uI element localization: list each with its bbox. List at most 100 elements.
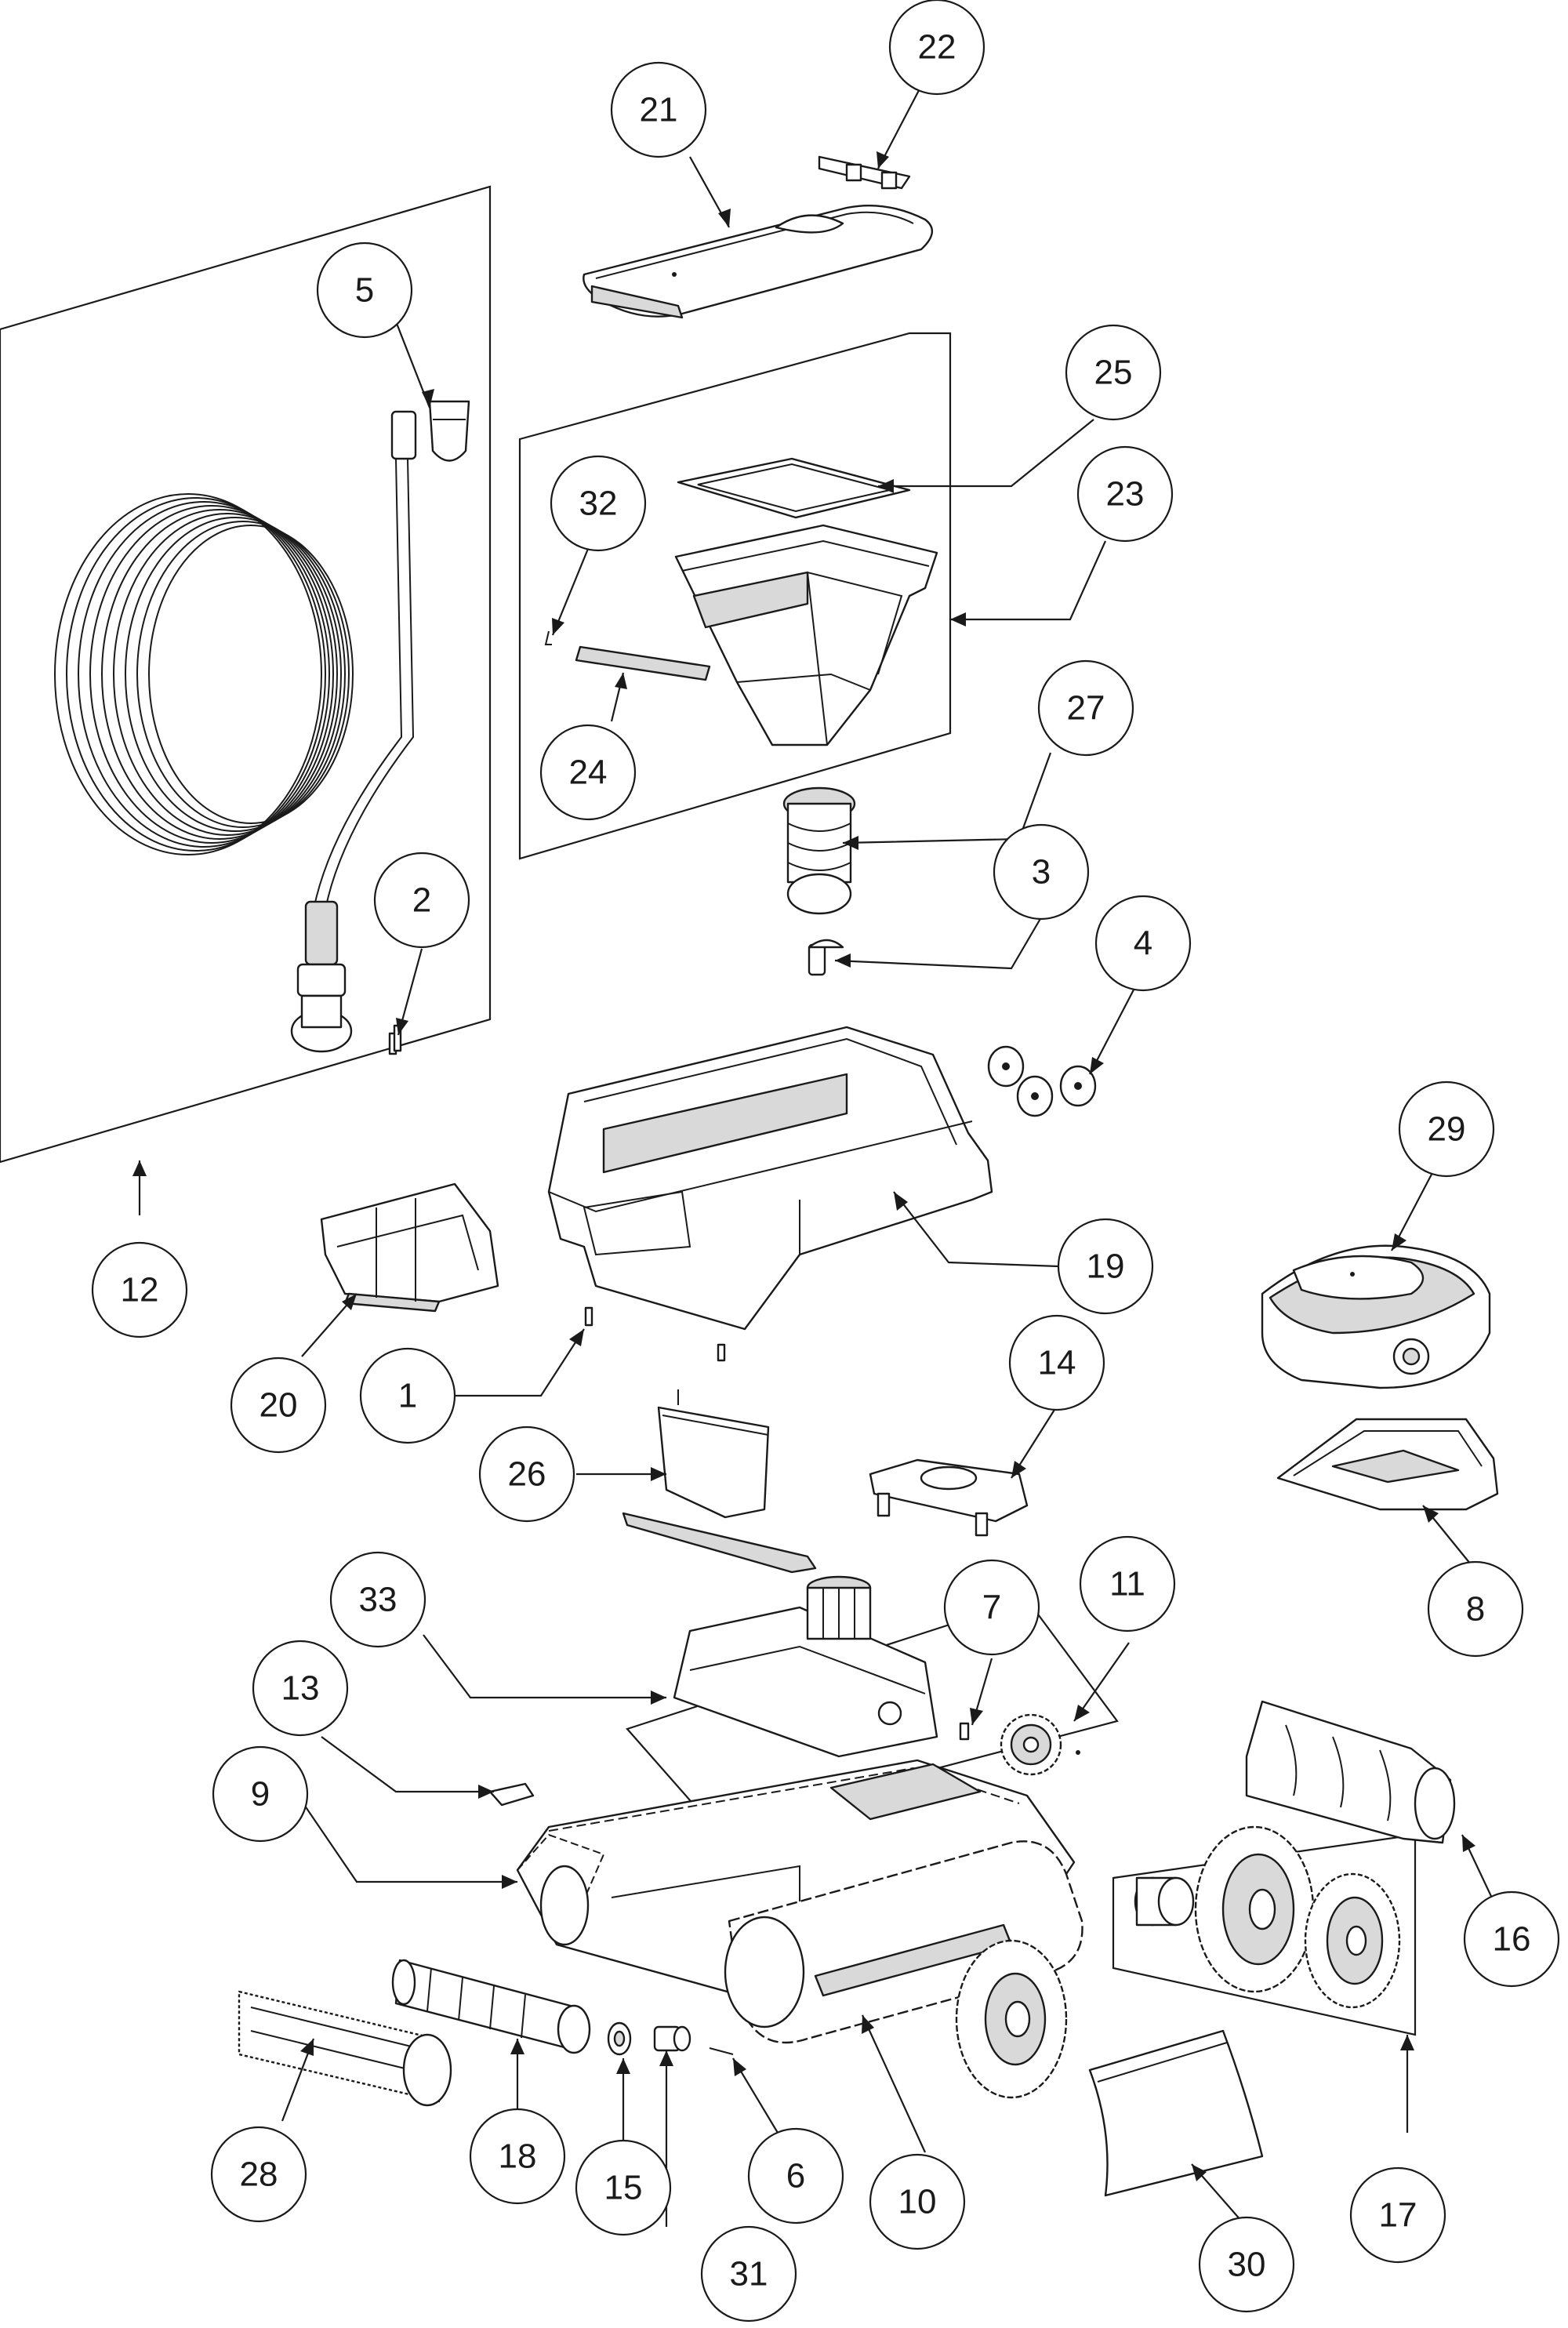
svg-text:30: 30 <box>1228 2246 1266 2284</box>
panel-filter-basket <box>518 332 952 860</box>
callout-20: 20 <box>230 1356 327 1454</box>
svg-text:11: 11 <box>1109 1565 1145 1603</box>
callout-25: 25 <box>1065 324 1162 421</box>
arrowhead-31 <box>659 2050 673 2066</box>
arrowhead-1 <box>569 1329 584 1346</box>
leader-13 <box>321 1736 494 1793</box>
part-chassis-wheel <box>955 1939 1068 2099</box>
leader-1 <box>455 1328 585 1397</box>
leader-19 <box>893 1191 1059 1268</box>
leader-22 <box>877 78 926 169</box>
svg-text:5: 5 <box>355 271 374 310</box>
arrowhead-15 <box>616 2058 630 2074</box>
arrowhead-33 <box>651 1691 666 1705</box>
leader-33 <box>423 1634 666 1699</box>
part-intake-duct <box>622 1389 817 1574</box>
svg-text:31: 31 <box>730 2255 768 2293</box>
callout-26: 26 <box>478 1425 575 1523</box>
svg-text:27: 27 <box>1067 689 1105 728</box>
arrowheads <box>132 151 1475 2181</box>
callout-1: 1 <box>359 1347 456 1444</box>
arrowhead-2 <box>396 1018 408 1035</box>
callout-4: 4 <box>1094 895 1192 992</box>
arrowhead-19 <box>894 1192 908 1211</box>
arrowhead-28 <box>300 2039 314 2056</box>
arrowhead-17 <box>1400 2035 1414 2050</box>
leader-4 <box>1089 975 1142 1075</box>
panel-motor-block <box>626 1598 1119 1829</box>
callout-21: 21 <box>610 61 707 158</box>
arrowhead-27 <box>843 836 858 850</box>
svg-text:14: 14 <box>1038 1344 1076 1382</box>
arrowhead-30 <box>1192 2164 1207 2181</box>
part-float-discs <box>987 1045 1097 1117</box>
part-track <box>724 1840 1083 2044</box>
svg-text:25: 25 <box>1094 354 1133 392</box>
part-side-shield <box>1088 2029 1264 2197</box>
part-power-supply <box>1261 1244 1491 1389</box>
arrowhead-18 <box>510 2039 524 2054</box>
arrowhead-12 <box>132 1160 147 1176</box>
leader-3 <box>834 917 1042 970</box>
callout-16: 16 <box>1463 1890 1560 1988</box>
svg-text:2: 2 <box>412 881 431 920</box>
arrowhead-9 <box>502 1875 517 1889</box>
arrowhead-26 <box>651 1467 666 1481</box>
part-screws-1 <box>584 1306 726 1362</box>
svg-text:29: 29 <box>1428 1110 1466 1149</box>
arrowhead-5 <box>422 389 434 408</box>
svg-text:26: 26 <box>508 1455 546 1494</box>
callout-22: 22 <box>888 0 985 96</box>
callout-31: 31 <box>700 2225 797 2323</box>
svg-text:22: 22 <box>918 28 956 67</box>
arrowhead-11 <box>1074 1705 1090 1721</box>
arrowhead-4 <box>1090 1057 1104 1074</box>
svg-text:33: 33 <box>359 1581 397 1619</box>
callout-5: 5 <box>316 242 413 339</box>
arrowhead-25 <box>878 479 894 493</box>
panel-wheel-kit <box>1112 1833 1417 2036</box>
leader-10 <box>861 2014 927 2153</box>
callout-27: 27 <box>1037 659 1134 757</box>
leader-25 <box>878 419 1094 488</box>
svg-text:15: 15 <box>604 2169 643 2207</box>
arrowhead-20 <box>342 1294 357 1310</box>
part-mesh-strip <box>575 645 711 681</box>
arrowhead-24 <box>615 673 627 689</box>
part-wheel-kit <box>1134 1825 1401 2009</box>
callout-12: 12 <box>91 1241 188 1338</box>
svg-text:23: 23 <box>1106 475 1145 514</box>
callout-18: 18 <box>469 2108 566 2205</box>
arrowhead-21 <box>718 209 731 227</box>
svg-text:8: 8 <box>1466 1590 1485 1629</box>
callout-8: 8 <box>1427 1560 1524 1658</box>
callout-6: 6 <box>747 2127 844 2224</box>
callout-9: 9 <box>212 1745 309 1843</box>
arrowhead-13 <box>478 1785 494 1799</box>
callout-bubbles: 21 22 5 25 23 32 24 27 3 4 2 12 29 19 20… <box>91 0 1560 2323</box>
part-swivel-cap <box>428 400 470 462</box>
part-clip-13 <box>488 1782 535 1807</box>
part-bushing-15 <box>607 2021 632 2056</box>
part-lid-clip <box>818 155 911 190</box>
callout-32: 32 <box>550 455 647 552</box>
panel-cable-kit <box>0 185 492 1164</box>
arrowhead-3 <box>835 953 851 968</box>
svg-text:24: 24 <box>569 754 608 792</box>
callout-30: 30 <box>1198 2216 1295 2313</box>
arrowhead-32 <box>552 618 564 635</box>
callout-29: 29 <box>1398 1080 1495 1178</box>
arrowhead-10 <box>862 2015 874 2034</box>
part-gear <box>1000 1713 1080 1776</box>
svg-text:32: 32 <box>579 485 618 523</box>
svg-text:10: 10 <box>898 2183 937 2221</box>
part-top-lid <box>583 204 933 319</box>
arrowhead-29 <box>1392 1233 1406 1251</box>
callout-33: 33 <box>329 1551 426 1648</box>
callout-7: 7 <box>943 1559 1040 1656</box>
leader-9 <box>297 1795 517 1883</box>
part-brush-roller <box>391 1959 591 2054</box>
part-filter-basket <box>674 524 938 746</box>
svg-text:1: 1 <box>398 1377 417 1415</box>
